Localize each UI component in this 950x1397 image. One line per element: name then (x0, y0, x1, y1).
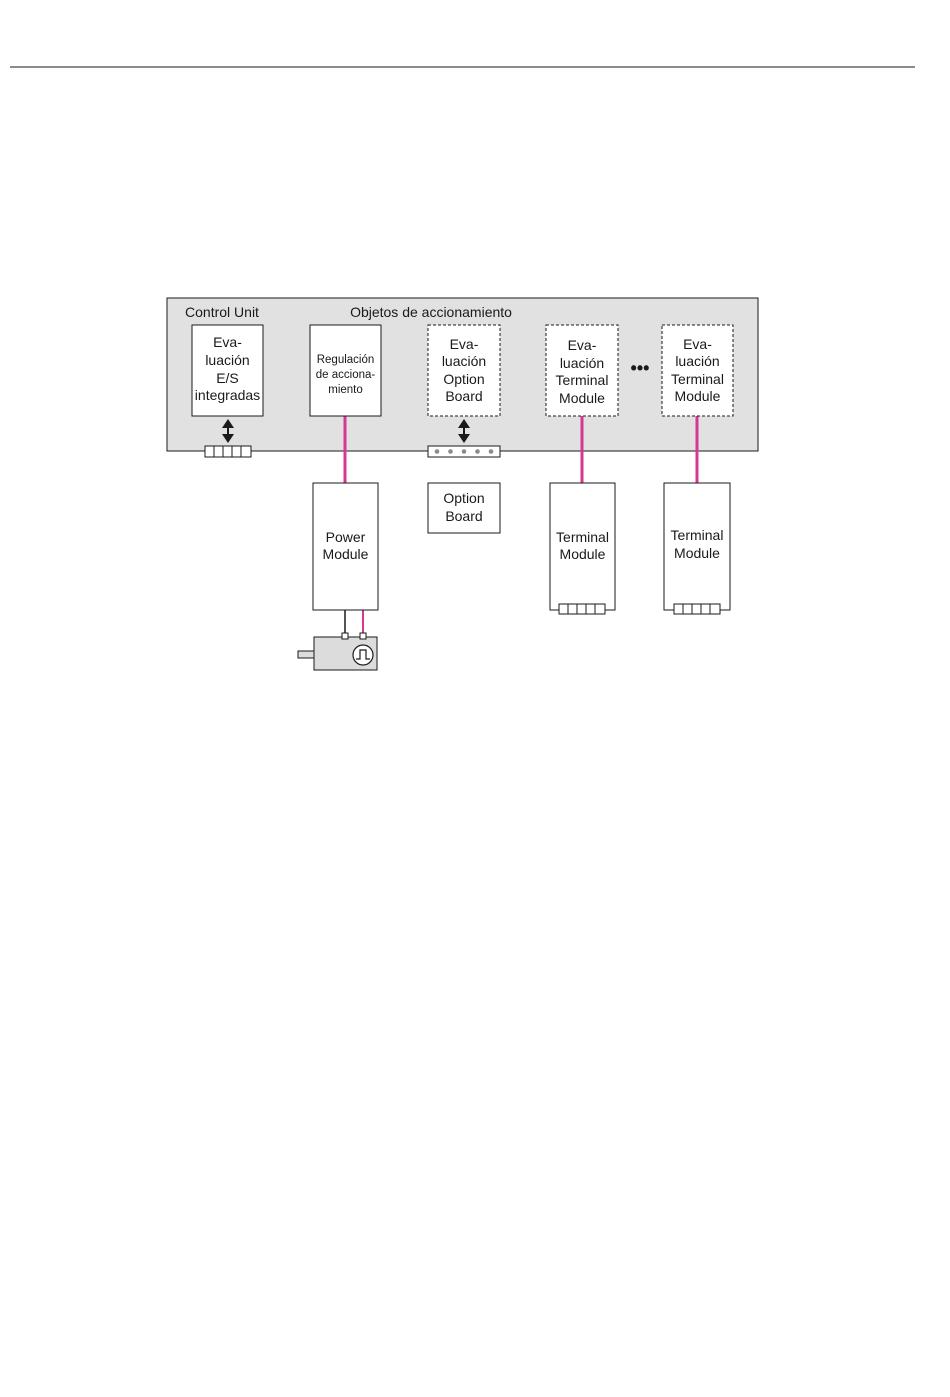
motor-icon (298, 633, 377, 670)
power-module-label: Power (326, 529, 366, 545)
terminal-module-1: Terminal Module (550, 483, 615, 614)
power-module: Power Module (313, 483, 378, 610)
terminal-strip (674, 604, 720, 614)
block-line: Eva- (213, 334, 242, 350)
block-option-evaluation: Eva- luación Option Board (428, 325, 500, 416)
block-tm-evaluation-2: Eva- luación Terminal Module (662, 325, 733, 416)
drive-objects-title: Objetos de accionamiento (350, 304, 512, 320)
block-line: Option (443, 371, 484, 387)
slot-pin (448, 449, 453, 454)
motor-power-terminal (342, 633, 348, 639)
block-line: Regulación (317, 354, 375, 366)
slot-pin (489, 449, 494, 454)
block-line: Eva- (450, 336, 479, 352)
block-line: luación (675, 353, 719, 369)
block-line: Board (445, 388, 482, 404)
block-tm-evaluation-1: Eva- luación Terminal Module (546, 325, 618, 416)
terminal-module-label: Module (560, 546, 606, 562)
block-line: luación (442, 353, 486, 369)
terminal-strip (205, 446, 251, 457)
block-line: luación (560, 355, 604, 371)
motor-shaft (298, 651, 314, 658)
option-board-label: Option (443, 490, 484, 506)
block-line: integradas (195, 387, 260, 403)
integrated-io-terminal (205, 446, 251, 457)
slot-pin (462, 449, 467, 454)
block-line: de acciona- (316, 369, 376, 381)
encoder-terminal (360, 633, 366, 639)
encoder-circle (353, 645, 373, 665)
control-unit-title: Control Unit (185, 304, 259, 320)
block-line: Eva- (568, 337, 597, 353)
block-line: Module (675, 388, 721, 404)
power-module-label: Module (323, 546, 369, 562)
terminal-module-2: Terminal Module (664, 483, 730, 614)
terminal-module-label: Module (674, 545, 720, 561)
block-line: Terminal (556, 372, 609, 388)
slot-pin (435, 449, 440, 454)
slot-pin (475, 449, 480, 454)
terminal-module-label: Terminal (556, 529, 609, 545)
block-line: Eva- (683, 336, 712, 352)
option-board: Option Board (428, 483, 500, 533)
option-board-slot (428, 446, 500, 457)
block-line: miento (328, 384, 363, 396)
terminal-module-label: Terminal (671, 527, 724, 543)
continuation-dots: ••• (631, 358, 650, 378)
terminal-strip (559, 604, 605, 614)
block-line: E/S (216, 370, 239, 386)
block-line: luación (205, 352, 249, 368)
block-drive-control: Regulación de acciona- miento (310, 325, 381, 416)
block-line: Terminal (671, 371, 724, 387)
encoder-icon (353, 645, 373, 665)
block-line: Module (559, 390, 605, 406)
block-io-evaluation: Eva- luación E/S integradas (192, 325, 263, 416)
option-board-label: Board (445, 508, 482, 524)
